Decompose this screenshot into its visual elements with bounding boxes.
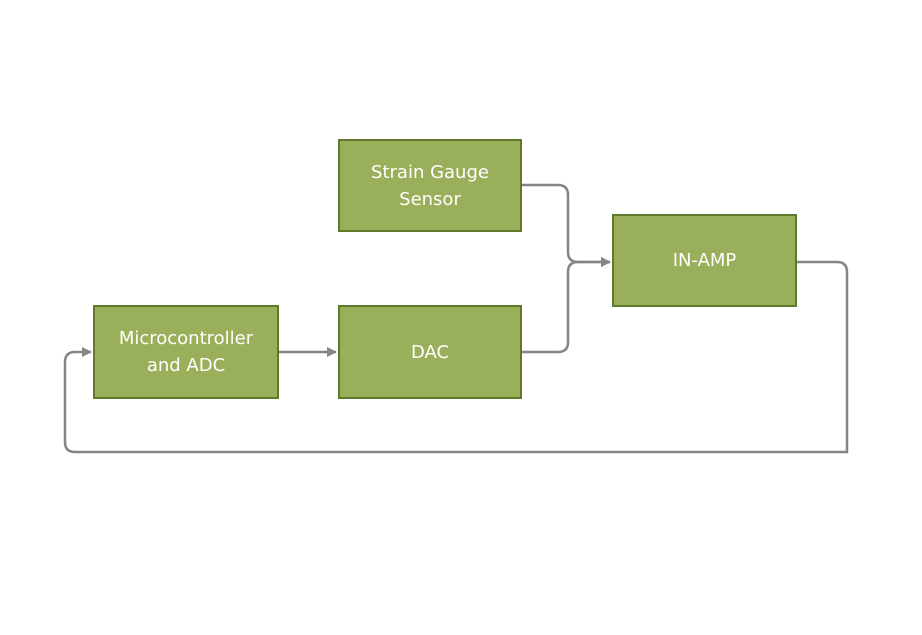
dac-label: DAC: [410, 341, 450, 363]
wire-inamp-to-mcu: [63, 260, 849, 454]
microcontroller-adc-label: Microcontroller and ADC: [118, 328, 254, 376]
in-amp-label: IN-AMP: [672, 250, 737, 271]
strain-gauge-sensor-label: Strain Gauge Sensor: [371, 161, 489, 210]
in-amp-block: IN-AMP: [612, 214, 797, 307]
wire-sensor-to-inamp: [522, 183, 611, 267]
strain-gauge-sensor-block: Strain Gauge Sensor: [338, 139, 522, 232]
wire-dac-to-inamp: [522, 257, 611, 354]
microcontroller-adc-block: Microcontroller and ADC: [93, 305, 279, 399]
dac-block: DAC: [338, 305, 522, 399]
